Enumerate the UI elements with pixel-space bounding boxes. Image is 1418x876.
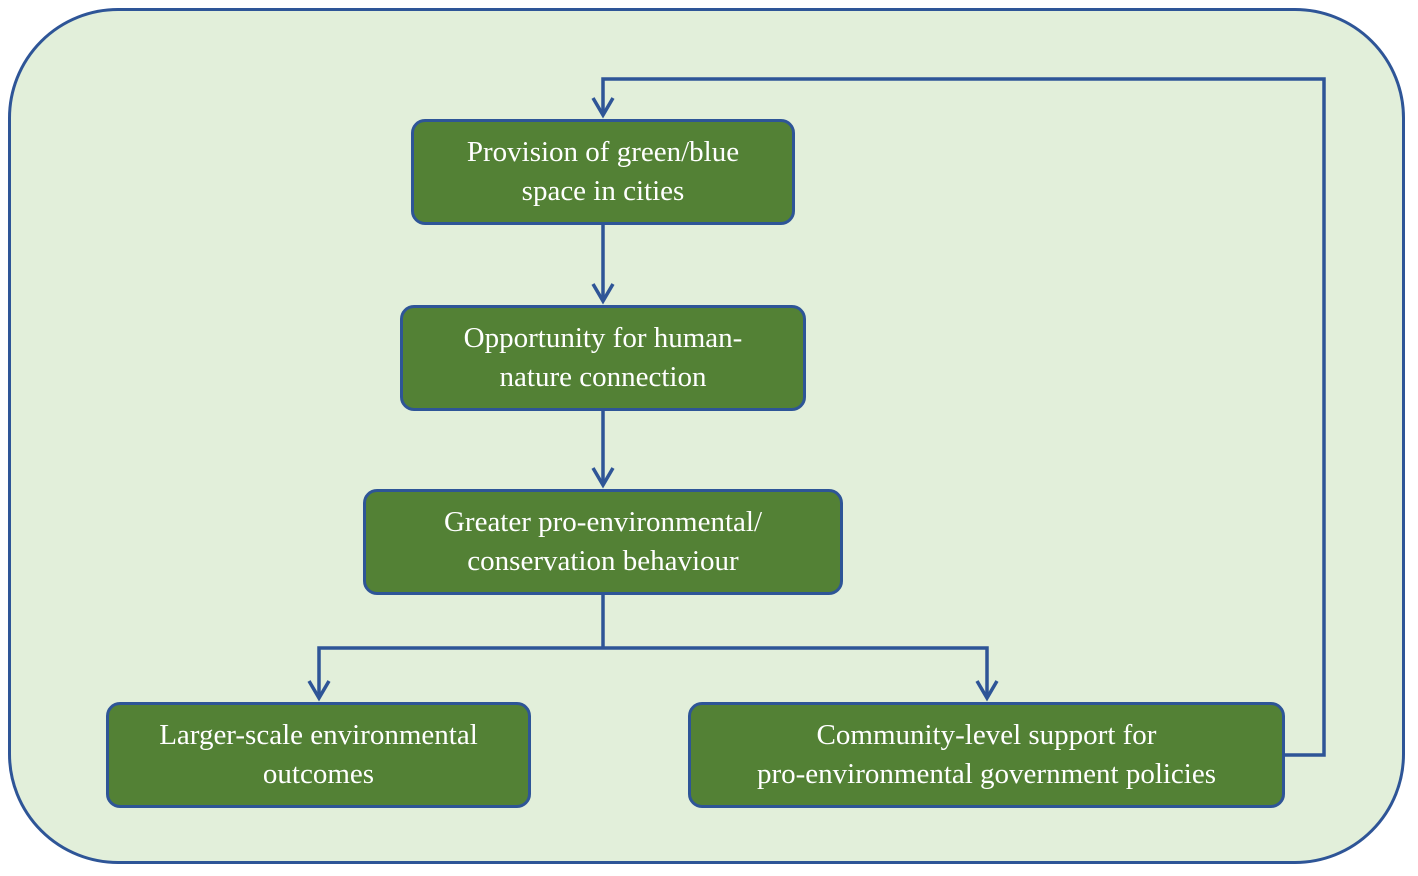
arrowhead-n3-n4 [307,680,331,702]
node-human-nature-connection: Opportunity for human- nature connection [400,305,806,411]
arrowhead-n3-n5 [975,680,999,702]
node-label: Provision of green/blue space in cities [466,136,740,207]
arrowhead-n2-n3 [591,467,615,489]
edge-n3-n5 [603,646,989,697]
node-environmental-outcomes: Larger-scale environmental outcomes [106,702,531,808]
node-label: Larger-scale environmental outcomes [159,719,478,790]
node-community-support: Community-level support for pro-environm… [688,702,1285,808]
arrowhead-n5-n1 [591,97,615,119]
edge-n5-n1 [601,77,1326,757]
node-pro-environmental-behaviour: Greater pro-environmental/ conservation … [363,489,843,595]
arrowhead-n1-n2 [591,283,615,305]
edge-n3-n4 [317,646,603,697]
node-label: Greater pro-environmental/ conservation … [443,506,763,577]
node-label: Opportunity for human- nature connection [463,322,743,393]
node-green-blue-space: Provision of green/blue space in cities [411,119,795,225]
node-label: Community-level support for pro-environm… [756,719,1217,790]
